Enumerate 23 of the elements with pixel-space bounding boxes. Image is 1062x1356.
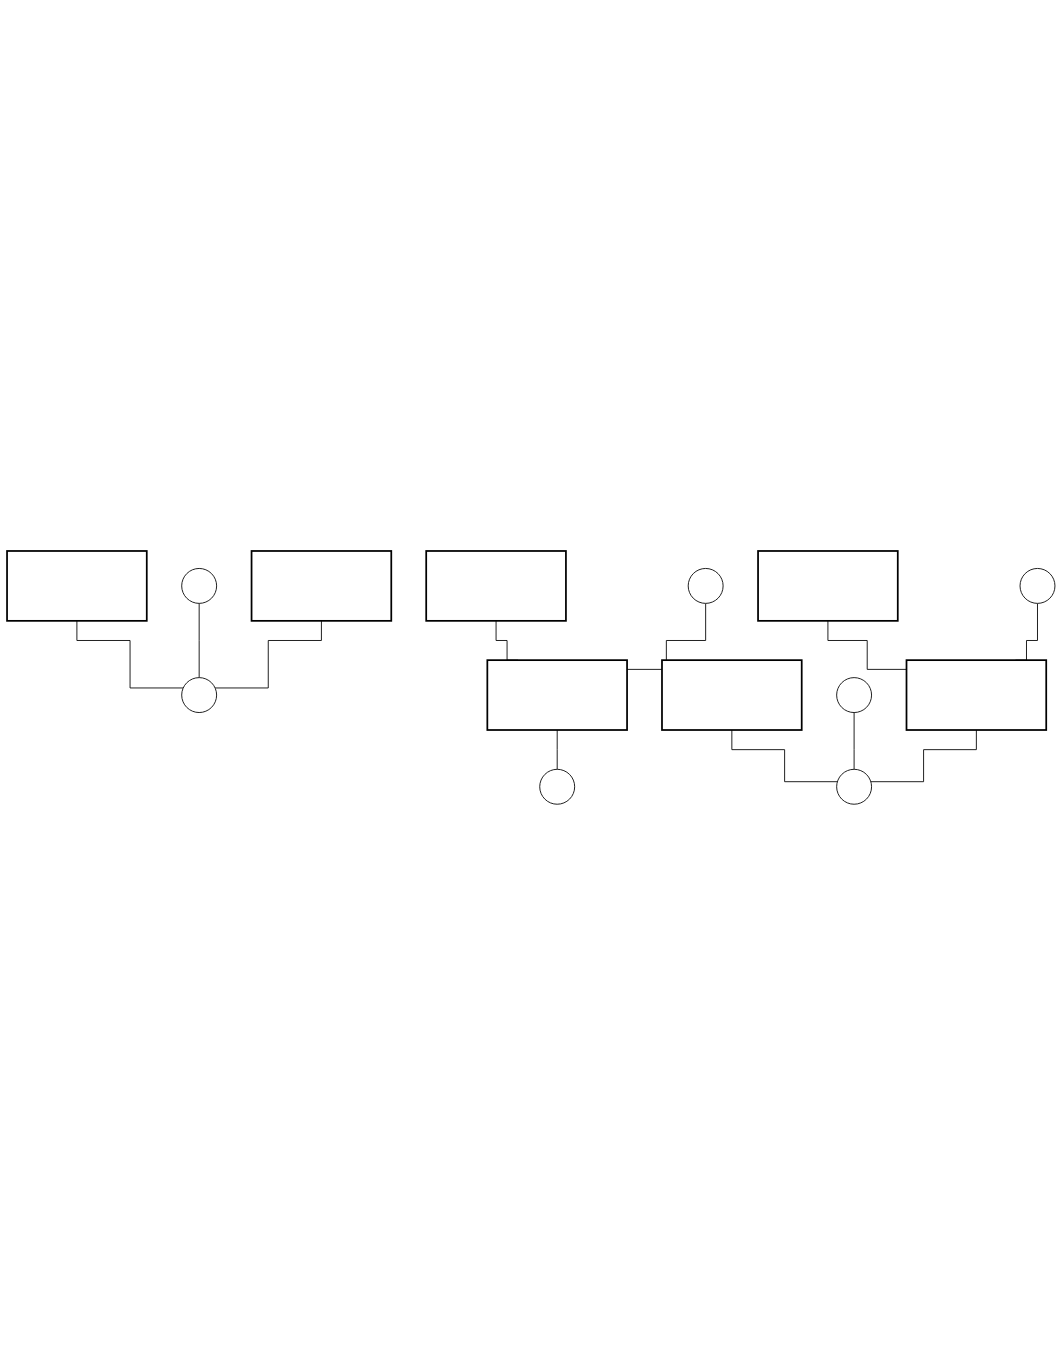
node-ellipse xyxy=(539,769,576,806)
node-box xyxy=(486,659,628,732)
node-box xyxy=(425,550,567,623)
node-box xyxy=(757,550,899,623)
node-ellipse xyxy=(836,677,872,714)
connector xyxy=(214,620,322,689)
connector xyxy=(76,620,184,689)
connector xyxy=(198,603,200,679)
connector xyxy=(870,729,977,783)
node-ellipse xyxy=(181,677,218,714)
node-box xyxy=(6,550,148,623)
node-ellipse xyxy=(1019,568,1056,605)
node-ellipse xyxy=(836,769,872,806)
node-box xyxy=(250,550,393,623)
node-ellipse xyxy=(687,568,724,605)
connector xyxy=(556,729,558,771)
node-box xyxy=(661,659,803,732)
connector xyxy=(853,712,855,771)
connector xyxy=(626,603,707,671)
connector xyxy=(827,620,907,671)
node-box xyxy=(905,659,1048,732)
node-ellipse xyxy=(181,568,218,605)
connector xyxy=(731,729,838,783)
